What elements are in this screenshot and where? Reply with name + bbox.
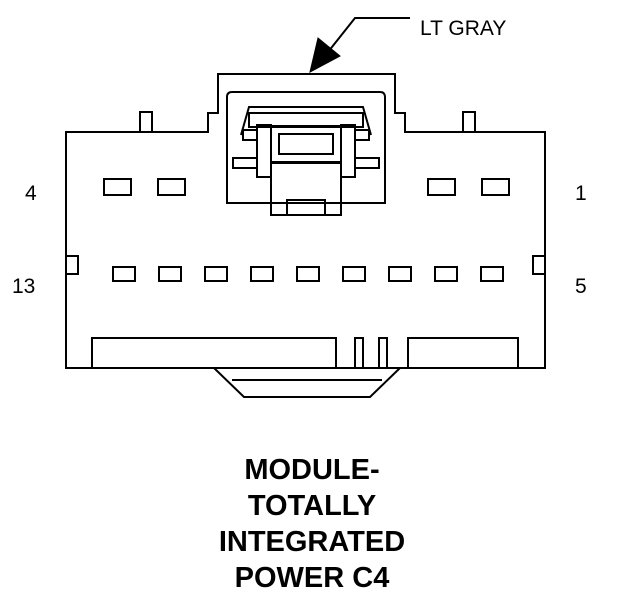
latch-outer (226, 91, 386, 204)
latch-center (270, 125, 342, 163)
bottom-rail-right (407, 337, 519, 369)
diagram-caption: MODULE- TOTALLY INTEGRATED POWER C4 (0, 452, 624, 596)
caption-line: POWER C4 (234, 562, 390, 594)
latch-lock (270, 162, 342, 216)
bottom-rail-left (91, 337, 337, 369)
pin-label-5: 5 (575, 275, 587, 298)
latch-post-left (256, 124, 272, 178)
bottom-slot (378, 337, 388, 369)
pin-cavity (157, 178, 186, 196)
side-tab-right (532, 255, 546, 275)
pin-cavity (388, 266, 412, 282)
pin-cavity (250, 266, 274, 282)
caption-line: TOTALLY (247, 490, 377, 522)
pin-label-4: 4 (25, 182, 37, 205)
side-tab-left (65, 255, 79, 275)
pin-cavity (481, 178, 510, 196)
caption-line: MODULE- (244, 454, 380, 486)
top-ear-left (139, 111, 153, 133)
latch-arm-left (242, 129, 258, 141)
pin-cavity (342, 266, 366, 282)
latch-tab-left (232, 157, 258, 169)
bottom-key (213, 367, 401, 398)
callout-label: LT GRAY (420, 17, 506, 40)
pin-label-13: 13 (12, 275, 35, 298)
callout-leader (327, 17, 410, 53)
latch-tab-right (354, 157, 380, 169)
latch-arm-right (354, 129, 370, 141)
pin-label-1: 1 (575, 182, 587, 205)
caption-line: INTEGRATED (218, 526, 406, 558)
pin-cavity (427, 178, 456, 196)
pin-cavity (204, 266, 228, 282)
latch-inner (240, 106, 372, 136)
pin-cavity (103, 178, 132, 196)
pin-cavity (158, 266, 182, 282)
pin-cavity (480, 266, 504, 282)
connector-body (65, 73, 546, 369)
bottom-slot (354, 337, 364, 369)
pin-cavity (112, 266, 136, 282)
pin-cavity (434, 266, 458, 282)
callout-arrow-icon (309, 37, 341, 73)
pin-cavity (296, 266, 320, 282)
top-ear-right (462, 111, 476, 133)
latch-post-right (340, 124, 356, 178)
